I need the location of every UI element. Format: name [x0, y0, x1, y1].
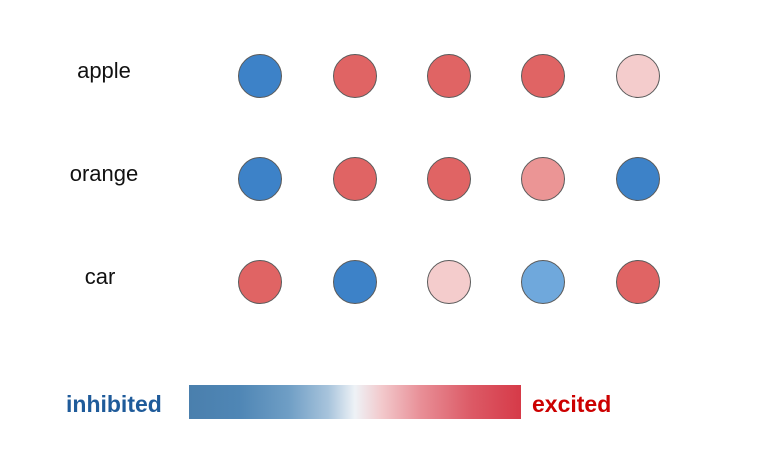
dot-cell: [333, 260, 377, 304]
dot-cell: [427, 157, 471, 201]
row-label-car: car: [84, 264, 116, 289]
dot-cell: [521, 260, 565, 304]
row-label-orange: orange: [69, 161, 139, 186]
dot-cell: [521, 54, 565, 98]
dot-cell: [333, 54, 377, 98]
dot-cell: [238, 54, 282, 98]
dot-cell: [616, 157, 660, 201]
dot-cell: [521, 157, 565, 201]
dot-cell: [238, 260, 282, 304]
dot-cell: [616, 54, 660, 98]
dot-cell: [427, 54, 471, 98]
dot-cell: [616, 260, 660, 304]
dot-cell: [333, 157, 377, 201]
legend-inhibited-label: inhibited: [66, 391, 162, 417]
legend-excited-label: excited: [532, 391, 612, 417]
dot-cell: [238, 157, 282, 201]
row-label-apple: apple: [77, 58, 131, 83]
dot-cell: [427, 260, 471, 304]
color-scale-bar: [189, 385, 521, 419]
